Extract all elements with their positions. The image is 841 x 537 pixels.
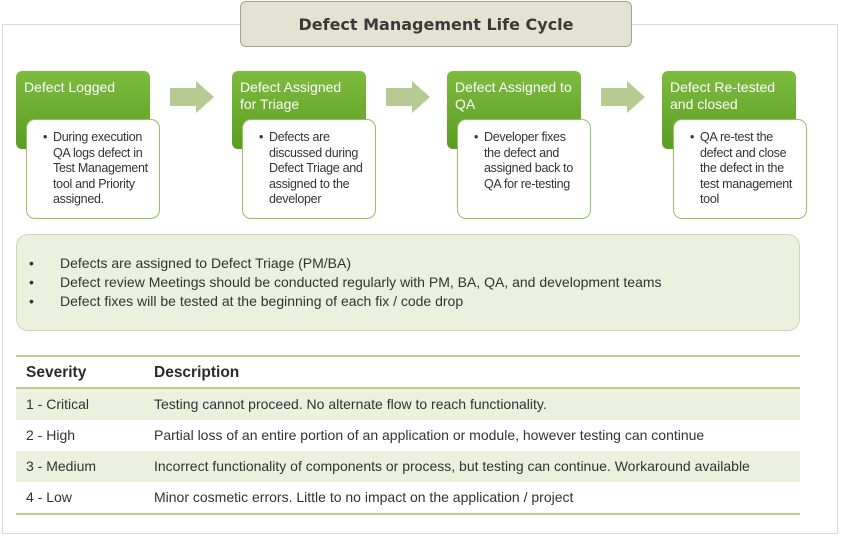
note-text: Defects are assigned to Defect Triage (P… xyxy=(60,255,352,271)
severity-cell: 2 - High xyxy=(26,427,76,443)
note-text: Defect review Meetings should be conduct… xyxy=(60,274,662,290)
note-text: Defect fixes will be tested at the begin… xyxy=(60,293,464,309)
arrow-right-icon xyxy=(386,81,430,113)
stage-1-description: During execution QA logs defect in Test … xyxy=(53,130,148,206)
table-row: 1 - Critical Testing cannot proceed. No … xyxy=(16,389,800,420)
bullet-dot: • xyxy=(43,130,48,144)
table-header-row: Severity Description xyxy=(16,357,800,387)
stage-2-description: Defects are discussed during Defect Tria… xyxy=(269,130,363,206)
diagram-title: Defect Management Life Cycle xyxy=(240,1,632,47)
table-header-rule xyxy=(16,387,800,389)
description-cell: Partial loss of an entire portion of an … xyxy=(154,427,705,443)
stage-1-bullet: • During execution QA logs defect in Tes… xyxy=(43,130,153,208)
stage-4-title: Defect Re-tested and closed xyxy=(670,79,776,112)
arrow-right-icon xyxy=(601,81,645,113)
note-item: • Defects are assigned to Defect Triage … xyxy=(17,254,799,273)
description-cell: Testing cannot proceed. No alternate flo… xyxy=(154,396,547,412)
severity-cell: 1 - Critical xyxy=(26,396,90,412)
header-description: Description xyxy=(154,364,240,381)
bullet-dot: • xyxy=(29,293,34,309)
stage-2-title: Defect Assigned for Triage xyxy=(240,79,342,112)
note-item: • Defect review Meetings should be condu… xyxy=(17,273,799,292)
bullet-dot: • xyxy=(259,130,264,144)
stage-3-description: Developer fixes the defect and assigned … xyxy=(484,130,574,191)
table-bottom-rule xyxy=(16,513,800,515)
notes-panel: • Defects are assigned to Defect Triage … xyxy=(16,234,800,331)
stage-4-description: QA re-test the defect and close the defe… xyxy=(700,130,793,206)
description-cell: Incorrect functionality of components or… xyxy=(154,458,750,474)
stage-2-description-box: • Defects are discussed during Defect Tr… xyxy=(242,119,376,219)
stage-1-description-box: • During execution QA logs defect in Tes… xyxy=(26,119,160,219)
bullet-dot: • xyxy=(29,274,34,290)
stage-2-bullet: • Defects are discussed during Defect Tr… xyxy=(259,130,369,208)
table-top-rule xyxy=(16,355,800,357)
note-item: • Defect fixes will be tested at the beg… xyxy=(17,292,799,311)
table-row: 2 - High Partial loss of an entire porti… xyxy=(16,420,800,451)
stage-3-description-box: • Developer fixes the defect and assigne… xyxy=(457,119,591,219)
severity-table: Severity Description 1 - Critical Testin… xyxy=(16,355,800,515)
severity-cell: 4 - Low xyxy=(26,489,72,505)
header-severity: Severity xyxy=(26,364,87,381)
arrow-right-icon xyxy=(170,81,214,113)
stage-3-bullet: • Developer fixes the defect and assigne… xyxy=(474,130,584,192)
stage-3-title: Defect Assigned to QA xyxy=(455,79,572,112)
stage-4-description-box: • QA re-test the defect and close the de… xyxy=(673,119,807,219)
severity-cell: 3 - Medium xyxy=(26,458,97,474)
stage-1-title: Defect Logged xyxy=(24,79,116,95)
bullet-dot: • xyxy=(690,130,695,144)
bullet-dot: • xyxy=(474,130,479,144)
description-cell: Minor cosmetic errors. Little to no impa… xyxy=(154,489,574,505)
stage-4-bullet: • QA re-test the defect and close the de… xyxy=(690,130,800,208)
bullet-dot: • xyxy=(29,255,34,271)
table-row: 4 - Low Minor cosmetic errors. Little to… xyxy=(16,482,800,513)
table-row: 3 - Medium Incorrect functionality of co… xyxy=(16,451,800,482)
